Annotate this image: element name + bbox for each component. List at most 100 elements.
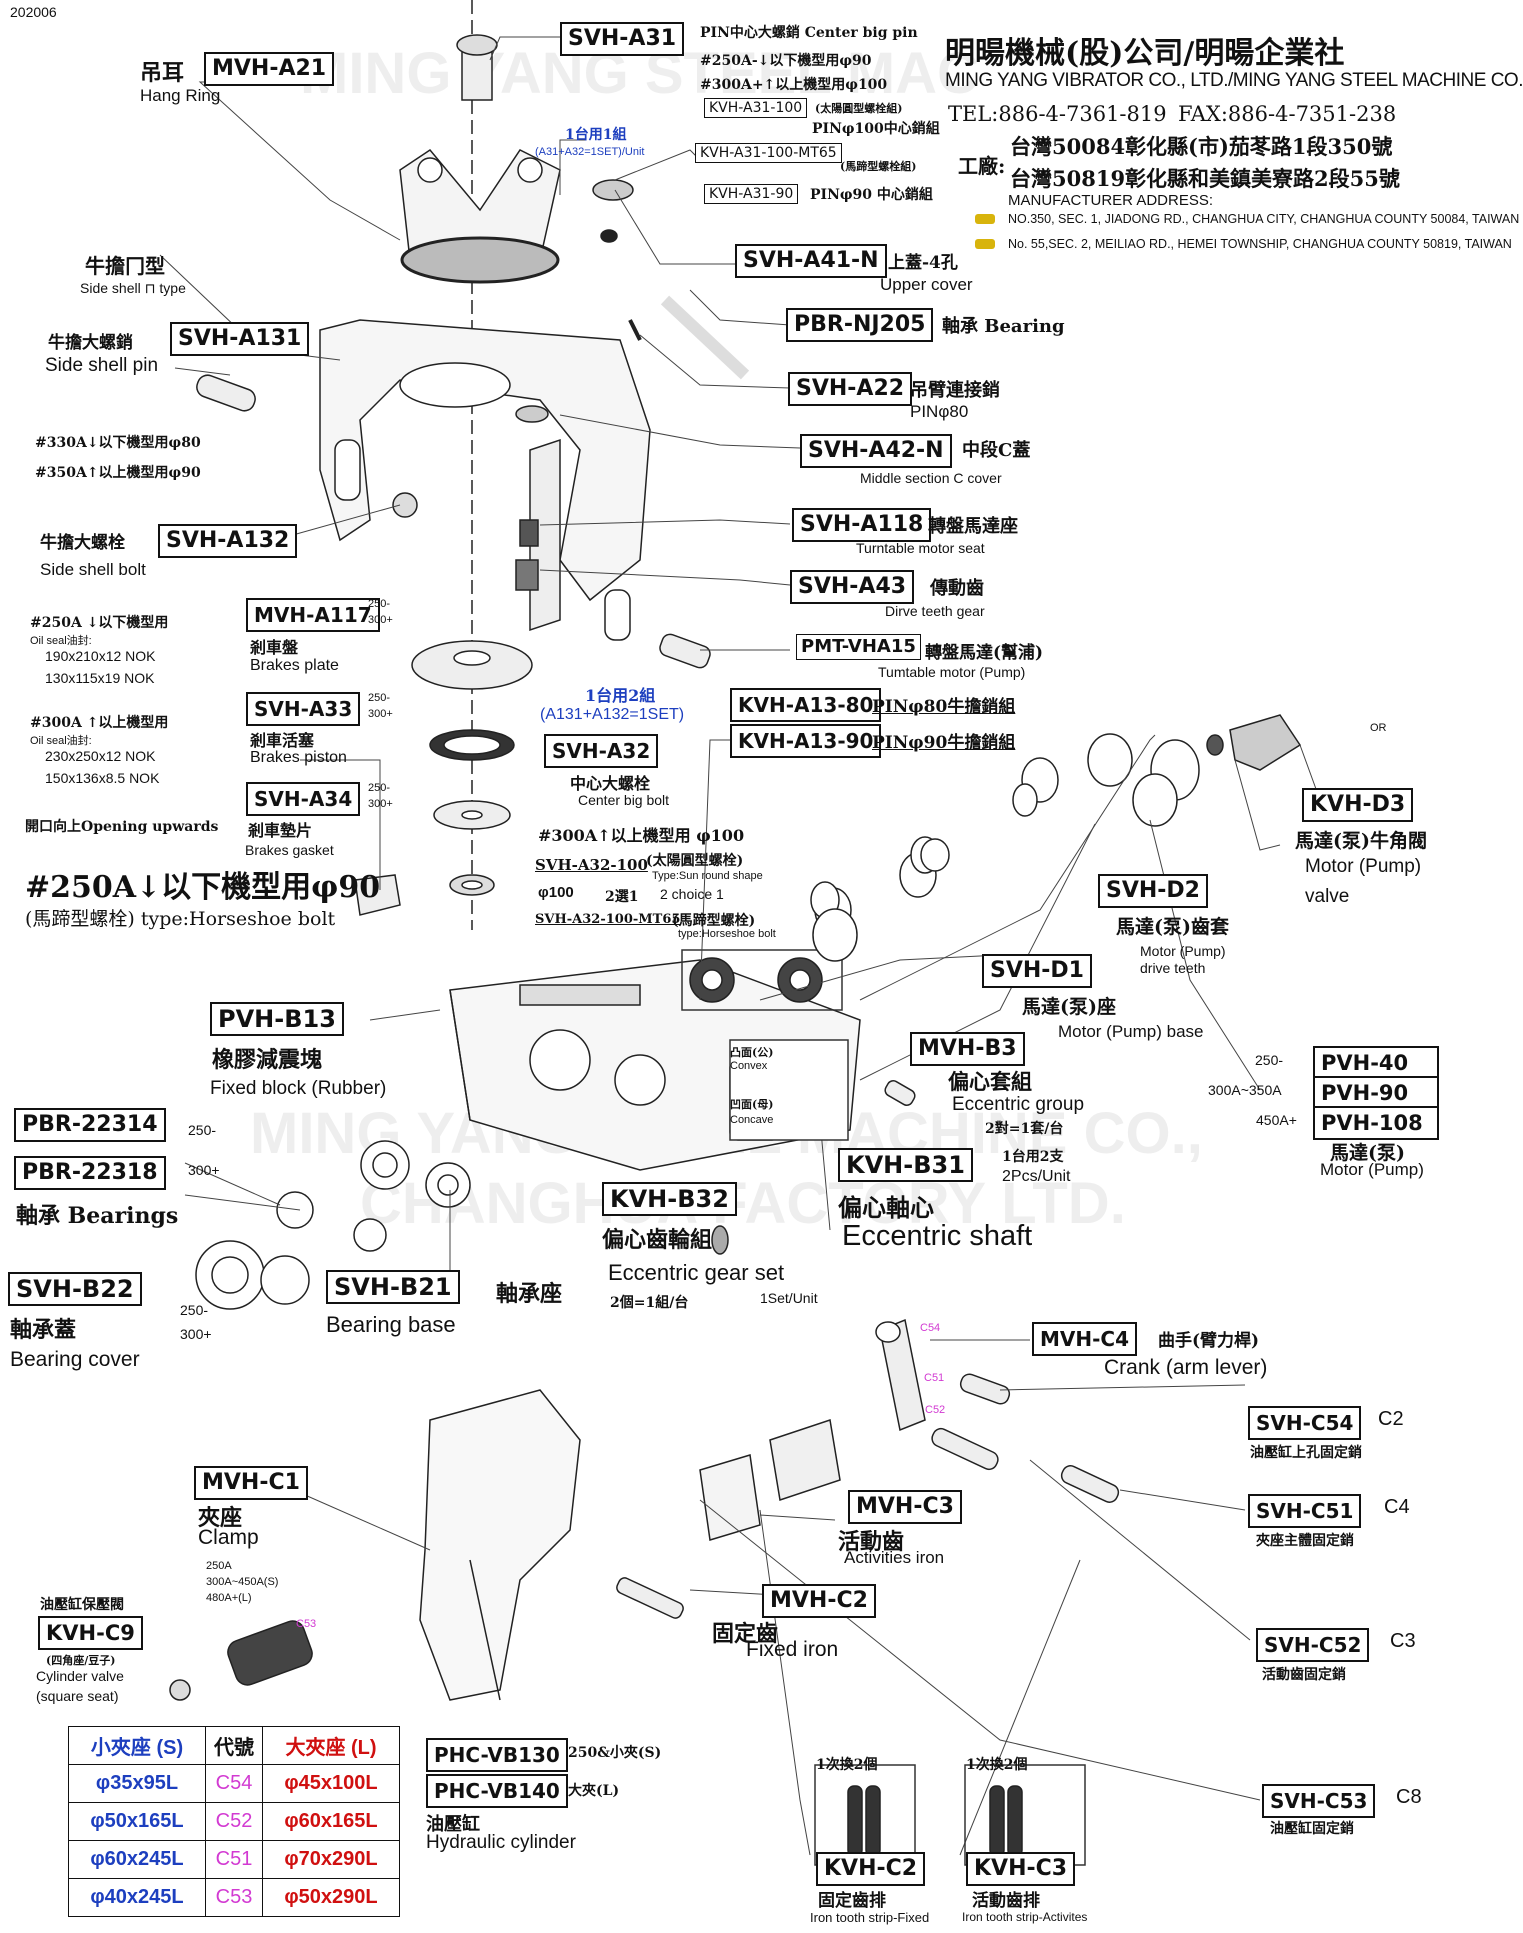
- phc-vb130-note: 250&小夾(S): [568, 1745, 662, 1761]
- pvh-range2: 300A~350A: [1208, 1082, 1282, 1098]
- part-code-svh-c51: SVH-C51: [1248, 1494, 1362, 1528]
- svh-a43-en: Dirve teeth gear: [885, 603, 985, 619]
- hang-ring-shape: [399, 34, 561, 284]
- part-code-kvh-b31: KVH-B31: [838, 1148, 973, 1182]
- svh-a33-cn: 剎車活塞: [250, 731, 315, 750]
- a32-option1-note-en: Type:Sun round shape: [652, 870, 763, 882]
- pin-mark-c53: C53: [296, 1618, 317, 1630]
- part-code-pvh-108: PVH-108: [1313, 1106, 1439, 1140]
- table-header-large: 大夾座 (L): [262, 1726, 400, 1765]
- kvh-b31-en: Eccentric shaft: [842, 1220, 1033, 1252]
- set-note-a13-cn: 1台用2組: [585, 686, 656, 705]
- svh-a131-en: Side shell pin: [45, 355, 159, 376]
- seal250-line1: 190x210x12 NOK: [45, 648, 156, 664]
- svh-a41-en: Upper cover: [880, 275, 973, 294]
- kvh-a31-100-mt65-note: (馬蹄型螺栓組): [840, 160, 917, 173]
- svh-a31-desc2: #250A-↓以下機型用φ90: [700, 53, 872, 69]
- mvh-c2-en: Fixed iron: [746, 1638, 839, 1661]
- concave-en: Concave: [730, 1114, 774, 1126]
- mvh-b3-note: 2對=1套/台: [985, 1121, 1064, 1137]
- part-code-phc-vb130: PHC-VB130: [426, 1738, 568, 1772]
- mvh-c4-en: Crank (arm lever): [1104, 1356, 1268, 1379]
- svh-a118-en: Turntable motor seat: [856, 540, 985, 556]
- svh-a32-cn: 中心大螺栓: [570, 774, 651, 793]
- svh-c54-size: C2: [1378, 1408, 1404, 1430]
- svh-a34-range2: 300+: [368, 798, 393, 810]
- horseshoe-subnote: (馬蹄型螺栓) type:Horseshoe bolt: [25, 908, 336, 930]
- svh-a41-cn: 上蓋-4孔: [888, 253, 958, 273]
- pin-mark-c52: C52: [925, 1404, 946, 1416]
- kvh-a31-90-note: PINφ90 中心銷組: [810, 187, 933, 203]
- svh-d2-en2: drive teeth: [1140, 960, 1206, 976]
- part-code-pbr-22318: PBR-22318: [14, 1156, 166, 1190]
- mvh-a117-cn: 剎車盤: [250, 638, 299, 657]
- a32-choice-en: 2 choice 1: [660, 886, 724, 902]
- part-code-mvh-a21: MVH-A21: [204, 52, 335, 86]
- part-code-mvh-c2: MVH-C2: [762, 1584, 876, 1618]
- svh-a33-range1: 250-: [368, 692, 391, 704]
- mvh-c1-note1: 250A: [206, 1560, 232, 1572]
- company-tel: TEL:886-4-7361-819: [948, 102, 1167, 126]
- a32-option2-note: (馬蹄型螺栓): [672, 913, 756, 929]
- table-row: φ35x95L C54 φ45x100L: [68, 1764, 400, 1803]
- svh-c53-size: C8: [1396, 1786, 1422, 1808]
- arrow-icon: [975, 214, 995, 224]
- seal250-line2: 130x115x19 NOK: [45, 670, 155, 686]
- table-row: φ60x245L C51 φ70x290L: [68, 1840, 400, 1879]
- kvh-c2-top: 1次換2個: [816, 1757, 878, 1773]
- table-header-small: 小夾座 (S): [68, 1726, 206, 1765]
- kvh-c2-cn: 固定齒排: [818, 1891, 886, 1911]
- phc-vb140-note: 大夾(L): [568, 1783, 620, 1799]
- svh-a131-cn: 牛擔大螺銷: [48, 333, 133, 353]
- pvh-b13-en: Fixed block (Rubber): [210, 1078, 387, 1099]
- part-code-svh-c53: SVH-C53: [1262, 1784, 1376, 1818]
- convex-en: Convex: [730, 1060, 768, 1072]
- svh-b21-en: Bearing base: [326, 1312, 456, 1337]
- pmt-vha15-cn: 轉盤馬達(幫浦): [925, 643, 1044, 663]
- table-cell-small: φ60x245L: [68, 1840, 206, 1879]
- side-shell-shape: [319, 319, 651, 641]
- svh-c52-size: C3: [1390, 1630, 1416, 1652]
- a131-note-2: #350A↑以上機型用φ90: [35, 465, 201, 481]
- table-cell-code: C54: [205, 1764, 263, 1803]
- svh-d1-cn: 馬達(泵)座: [1022, 996, 1116, 1018]
- kvh-c9-en1: Cylinder valve: [36, 1668, 124, 1684]
- svh-c51-size: C4: [1384, 1496, 1410, 1518]
- part-code-kvh-a31-100: KVH-A31-100: [704, 98, 808, 118]
- kvh-b32-note2: 1Set/Unit: [760, 1290, 818, 1306]
- pin-mark-c51: C51: [924, 1372, 945, 1384]
- part-code-svh-b22: SVH-B22: [8, 1272, 142, 1306]
- mvh-c1-note2: 300A~450A(S): [206, 1576, 279, 1588]
- factory-label: 工廠:: [958, 154, 1006, 178]
- part-code-kvh-a13-80: KVH-A13-80: [730, 688, 882, 722]
- svh-a33-en: Brakes piston: [250, 749, 347, 766]
- svh-a42-cn: 中段C蓋: [962, 440, 1031, 461]
- svh-b22-cn: 軸承蓋: [10, 1317, 77, 1343]
- part-code-mvh-a117: MVH-A117: [246, 598, 380, 632]
- kvh-b31-note2: 2Pcs/Unit: [1002, 1168, 1071, 1185]
- phc-vb140-en: Hydraulic cylinder: [426, 1832, 576, 1853]
- seal250-title: #250A ↓以下機型用: [30, 615, 169, 631]
- svh-a42-en: Middle section C cover: [860, 470, 1002, 486]
- part-code-svh-d2: SVH-D2: [1098, 874, 1208, 908]
- address1-en: NO.350, SEC. 1, JIADONG RD., CHANGHUA CI…: [1008, 212, 1520, 226]
- svh-a34-cn: 剎車墊片: [248, 821, 313, 840]
- seal300-line2: 150x136x8.5 NOK: [45, 770, 160, 786]
- mvh-a21-en: Hang Ring: [140, 86, 221, 105]
- part-code-pvh-b13: PVH-B13: [210, 1002, 344, 1036]
- horseshoe-big-note: #250A↓以下機型用φ90: [25, 870, 381, 905]
- mvh-c1-cn: 夾座: [198, 1505, 243, 1531]
- part-code-svh-a118: SVH-A118: [792, 508, 932, 542]
- part-code-mvh-c3: MVH-C3: [848, 1490, 962, 1524]
- part-code-kvh-b32: KVH-B32: [602, 1182, 737, 1216]
- arrow-icon: [975, 239, 995, 249]
- table-cell-small: φ50x165L: [68, 1802, 206, 1841]
- part-code-phc-vb140: PHC-VB140: [426, 1774, 568, 1808]
- table-cell-code: C52: [205, 1802, 263, 1841]
- part-code-svh-c52: SVH-C52: [1256, 1628, 1370, 1662]
- pin-size-table: 小夾座 (S) 代號 大夾座 (L) φ35x95L C54 φ45x100L …: [68, 1726, 400, 1917]
- part-code-svh-a32: SVH-A32: [544, 734, 659, 768]
- svh-a34-en: Brakes gasket: [245, 842, 334, 858]
- seal300-subtitle: Oil seal油封:: [30, 735, 92, 747]
- company-cn-name: 明暘機械(股)公司/明暘企業社: [945, 36, 1345, 71]
